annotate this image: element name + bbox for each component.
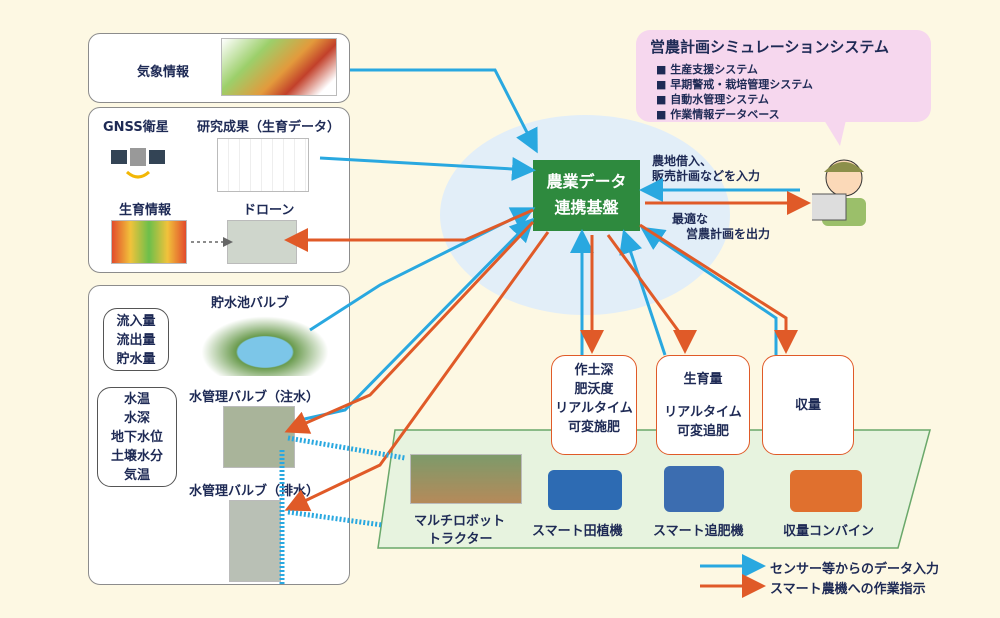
weather-map-image	[221, 38, 337, 96]
satellite-icon	[111, 140, 165, 180]
reservoir-label: 貯水池バルブ	[211, 296, 290, 311]
gnss-label: GNSS衛星	[103, 120, 169, 135]
fertilizer-image	[664, 466, 724, 512]
legend-instruction-label: スマート農機への作業指示	[770, 582, 926, 597]
valve-in-label: 水管理バルブ（注水）	[189, 390, 320, 405]
data-platform-hub: 農業データ連携基盤	[533, 160, 640, 231]
combine-image	[790, 470, 862, 512]
weather-box: 気象情報	[88, 33, 350, 103]
farmer-input-label-1: 農地借入、	[652, 154, 713, 168]
farmer-output-label-1: 最適な	[672, 212, 709, 226]
farmer-input-label-2: 販売計画などを入力	[652, 169, 761, 183]
growth-chart-image	[217, 138, 309, 192]
fertilizer-bubble: 生育量リアルタイム可変追肥	[656, 355, 750, 455]
legend-sensor-label: センサー等からのデータ入力	[770, 562, 940, 577]
planter-bubble: 作土深肥沃度リアルタイム可変施肥	[551, 355, 637, 455]
research-results-label: 研究成果（生育データ）	[197, 120, 341, 135]
tractor-label-2: トラクター	[428, 532, 493, 547]
system-item: 自動水管理システム	[656, 92, 813, 107]
system-title: 営農計画シミュレーションシステム	[650, 38, 889, 56]
valve-in-image	[223, 406, 295, 468]
growth-map-image	[111, 220, 187, 264]
research-box: GNSS衛星 研究成果（生育データ） 生育情報 ドローン	[88, 107, 350, 273]
growth-info-label: 生育情報	[119, 203, 172, 218]
weather-label: 気象情報	[137, 65, 190, 80]
fertilizer-label: スマート追肥機	[653, 524, 744, 539]
reservoir-image	[201, 316, 329, 376]
valve-in-measures-bubble: 水温水深地下水位土壌水分気温	[97, 387, 177, 487]
planter-label: スマート田植機	[532, 524, 623, 539]
tractor-image	[410, 454, 522, 504]
tractor-label-1: マルチロボット	[414, 514, 506, 529]
dashed-arrow	[191, 237, 233, 247]
system-bubble-tail	[824, 120, 846, 146]
system-item: 早期警戒・栽培管理システム	[656, 77, 813, 92]
simulation-system-box: 営農計画シミュレーションシステム 生産支援システム 早期警戒・栽培管理システム …	[636, 30, 931, 122]
combine-label: 収量コンバイン	[783, 524, 875, 539]
reservoir-measures-bubble: 流入量流出量貯水量	[103, 308, 169, 371]
planter-image	[548, 470, 622, 510]
valve-out-image	[229, 500, 281, 582]
farmer-output-label-2: 営農計画を出力	[686, 227, 771, 241]
combine-bubble: 収量	[762, 355, 854, 455]
farmer-icon	[809, 148, 882, 228]
valve-out-label: 水管理バルブ（排水）	[189, 484, 320, 499]
drone-label: ドローン	[243, 203, 295, 218]
system-item: 生産支援システム	[656, 62, 813, 77]
system-item: 作業情報データベース	[656, 107, 813, 122]
